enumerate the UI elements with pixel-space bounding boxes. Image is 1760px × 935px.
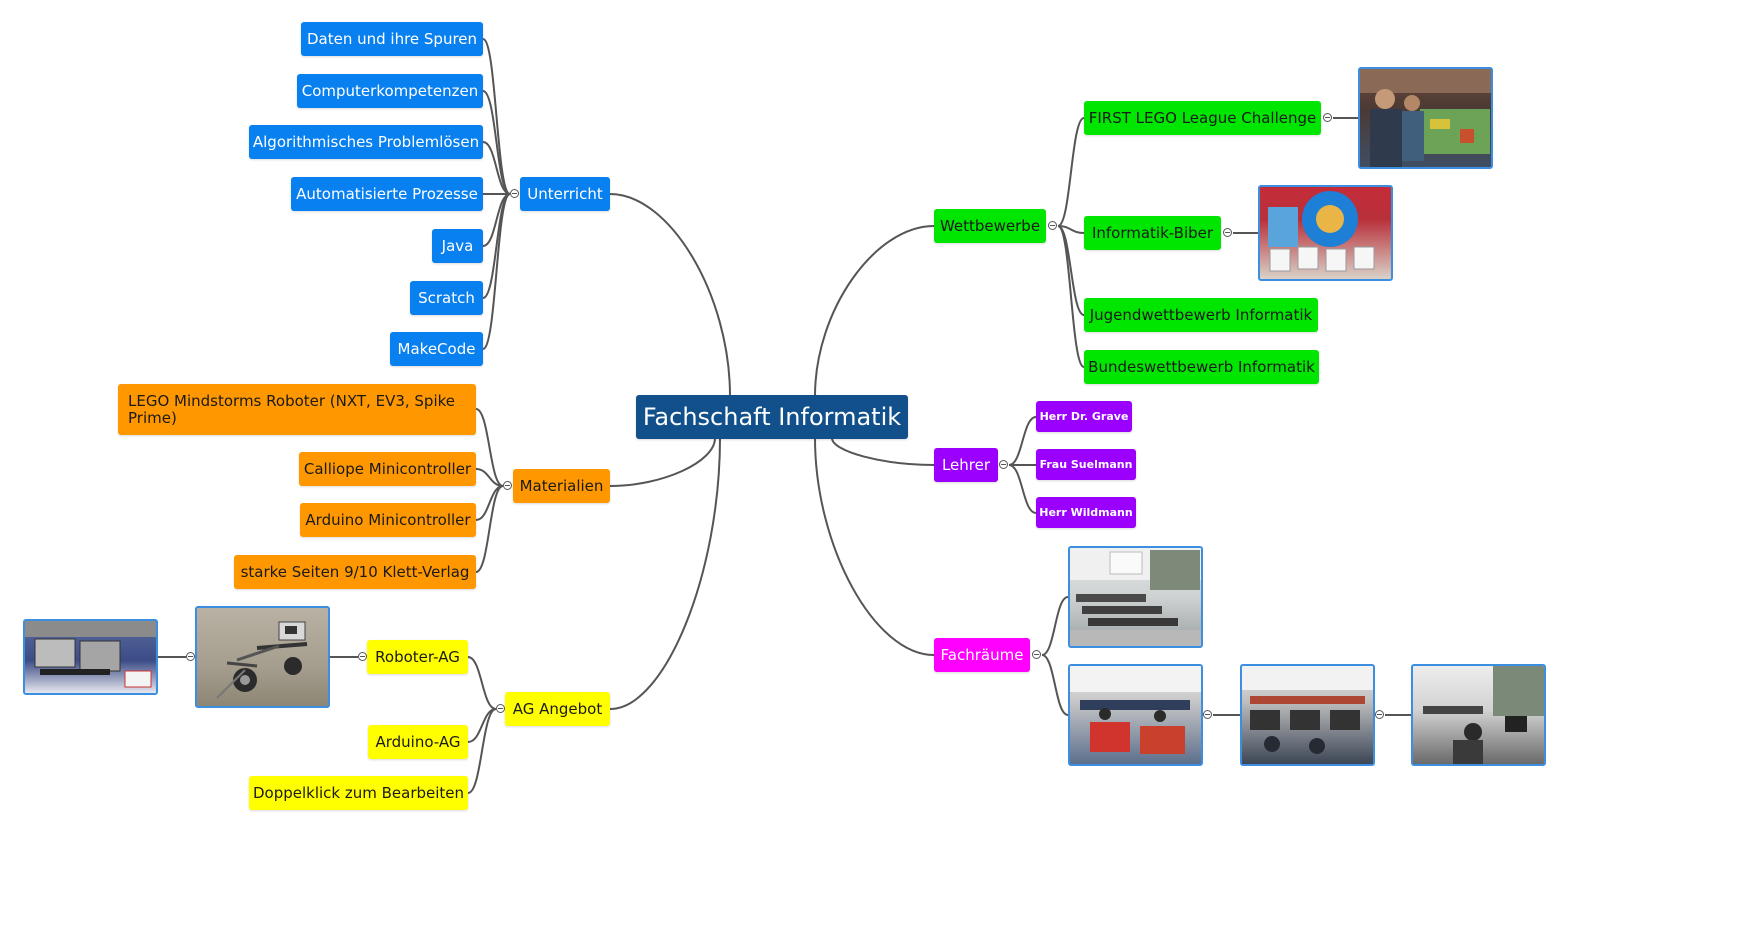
topic-materialien[interactable]: Materialien — [513, 469, 610, 503]
lego-robot-competition-icon — [1360, 69, 1491, 167]
collapse-toggle-roboter-photo[interactable] — [186, 652, 195, 661]
subtopic-doppelklick-zum-bearbeiten[interactable]: Doppelklick zum Bearbeiten — [249, 776, 468, 810]
link-materialien-1 — [475, 468, 504, 487]
mugs-and-clock-icon — [1268, 191, 1375, 272]
link-fachraeume-room1 — [1041, 596, 1069, 656]
roboter-photo-image[interactable] — [195, 606, 330, 708]
teacher-dr-grave[interactable]: Herr Dr. Grave — [1036, 401, 1132, 432]
subtopic-informatik-biber[interactable]: Informatik-Biber — [1084, 216, 1221, 250]
link-fachraeume-room2 — [1041, 654, 1069, 716]
classroom-icon — [1070, 548, 1201, 646]
collapse-toggle-fachraeume[interactable] — [1032, 650, 1041, 659]
link-ag-1 — [467, 708, 497, 743]
subtopic-arduino-ag[interactable]: Arduino-AG — [368, 725, 468, 759]
collapse-toggle-room2[interactable] — [1203, 710, 1212, 719]
collapse-toggle-wettbewerbe[interactable] — [1048, 221, 1057, 230]
link-lehrer-0 — [1008, 416, 1037, 466]
collapse-toggle-ag[interactable] — [496, 704, 505, 713]
link-wettbewerbe-0 — [1057, 117, 1085, 227]
topic-unterricht[interactable]: Unterricht — [520, 177, 610, 211]
link-materialien-2 — [475, 485, 504, 521]
link-root-fachraeume — [814, 437, 935, 656]
lego-robot-icon — [216, 621, 308, 699]
computer-room-icon — [1070, 666, 1201, 754]
collapse-toggle-fll[interactable] — [1323, 113, 1332, 122]
subtopic-arduino[interactable]: Arduino Minicontroller — [300, 503, 476, 537]
collapse-toggle-roboter-ag[interactable] — [358, 652, 367, 661]
subtopic-roboter-ag[interactable]: Roboter-AG — [367, 640, 468, 674]
collapse-toggle-biber[interactable] — [1223, 228, 1232, 237]
subtopic-makecode[interactable]: MakeCode — [390, 332, 483, 366]
biber-photo-image[interactable] — [1258, 185, 1393, 281]
subtopic-calliope[interactable]: Calliope Minicontroller — [299, 452, 476, 486]
link-root-unterricht — [609, 193, 731, 397]
collapse-toggle-unterricht[interactable] — [510, 189, 519, 198]
fll-photo-image[interactable] — [1358, 67, 1493, 169]
link-root-lehrer — [831, 437, 935, 466]
link-materialien-0 — [475, 408, 504, 487]
computer-room-icon — [1423, 666, 1544, 764]
subtopic-algorithmisches-problemloesen[interactable]: Algorithmisches Problemlösen — [249, 125, 483, 159]
link-unterricht-1 — [482, 90, 511, 195]
topic-lehrer[interactable]: Lehrer — [934, 448, 998, 482]
computer-room-photo-3[interactable] — [1411, 664, 1546, 766]
topic-fachraeume[interactable]: Fachräume — [934, 638, 1030, 672]
root-topic[interactable]: Fachschaft Informatik — [636, 395, 908, 439]
subtopic-starke-seiten[interactable]: starke Seiten 9/10 Klett-Verlag — [234, 555, 476, 589]
subtopic-java[interactable]: Java — [432, 229, 483, 263]
subtopic-automatisierte-prozesse[interactable]: Automatisierte Prozesse — [291, 177, 483, 211]
lego-robot-arena-icon — [25, 621, 156, 688]
teacher-wildmann[interactable]: Herr Wildmann — [1036, 497, 1136, 528]
subtopic-jugendwettbewerb[interactable]: Jugendwettbewerb Informatik — [1084, 298, 1318, 332]
subtopic-first-lego-league[interactable]: FIRST LEGO League Challenge — [1084, 101, 1321, 135]
link-wettbewerbe-1 — [1057, 225, 1085, 234]
link-unterricht-0 — [482, 38, 511, 195]
subtopic-bundeswettbewerb[interactable]: Bundeswettbewerb Informatik — [1084, 350, 1319, 384]
collapse-toggle-materialien[interactable] — [503, 481, 512, 490]
link-root-wettbewerbe — [814, 225, 935, 397]
computer-room-photo-2[interactable] — [1240, 664, 1375, 766]
link-materialien-3 — [475, 485, 504, 573]
collapse-toggle-room3[interactable] — [1375, 710, 1384, 719]
computer-room-photo-1[interactable] — [1068, 664, 1203, 766]
link-lehrer-2 — [1008, 464, 1037, 514]
collapse-toggle-lehrer[interactable] — [999, 460, 1008, 469]
computer-room-icon — [1242, 666, 1373, 754]
link-wettbewerbe-3 — [1057, 225, 1085, 368]
topic-wettbewerbe[interactable]: Wettbewerbe — [934, 209, 1046, 243]
subtopic-computerkompetenzen[interactable]: Computerkompetenzen — [297, 74, 483, 108]
teacher-suelmann[interactable]: Frau Suelmann — [1036, 449, 1136, 480]
subtopic-scratch[interactable]: Scratch — [410, 281, 483, 315]
roboter-arena-photo-image[interactable] — [23, 619, 158, 695]
link-root-materialien — [609, 437, 716, 487]
topic-ag-angebot[interactable]: AG Angebot — [505, 692, 610, 726]
subtopic-daten-und-ihre-spuren[interactable]: Daten und ihre Spuren — [301, 22, 483, 56]
classroom-photo-image[interactable] — [1068, 546, 1203, 648]
subtopic-lego-mindstorms[interactable]: LEGO Mindstorms Roboter (NXT, EV3, Spike… — [118, 384, 476, 435]
link-ag-0 — [467, 656, 497, 710]
link-root-ag — [609, 437, 721, 710]
link-unterricht-2 — [482, 141, 511, 195]
link-unterricht-6 — [482, 193, 511, 350]
link-ag-2 — [467, 708, 497, 794]
